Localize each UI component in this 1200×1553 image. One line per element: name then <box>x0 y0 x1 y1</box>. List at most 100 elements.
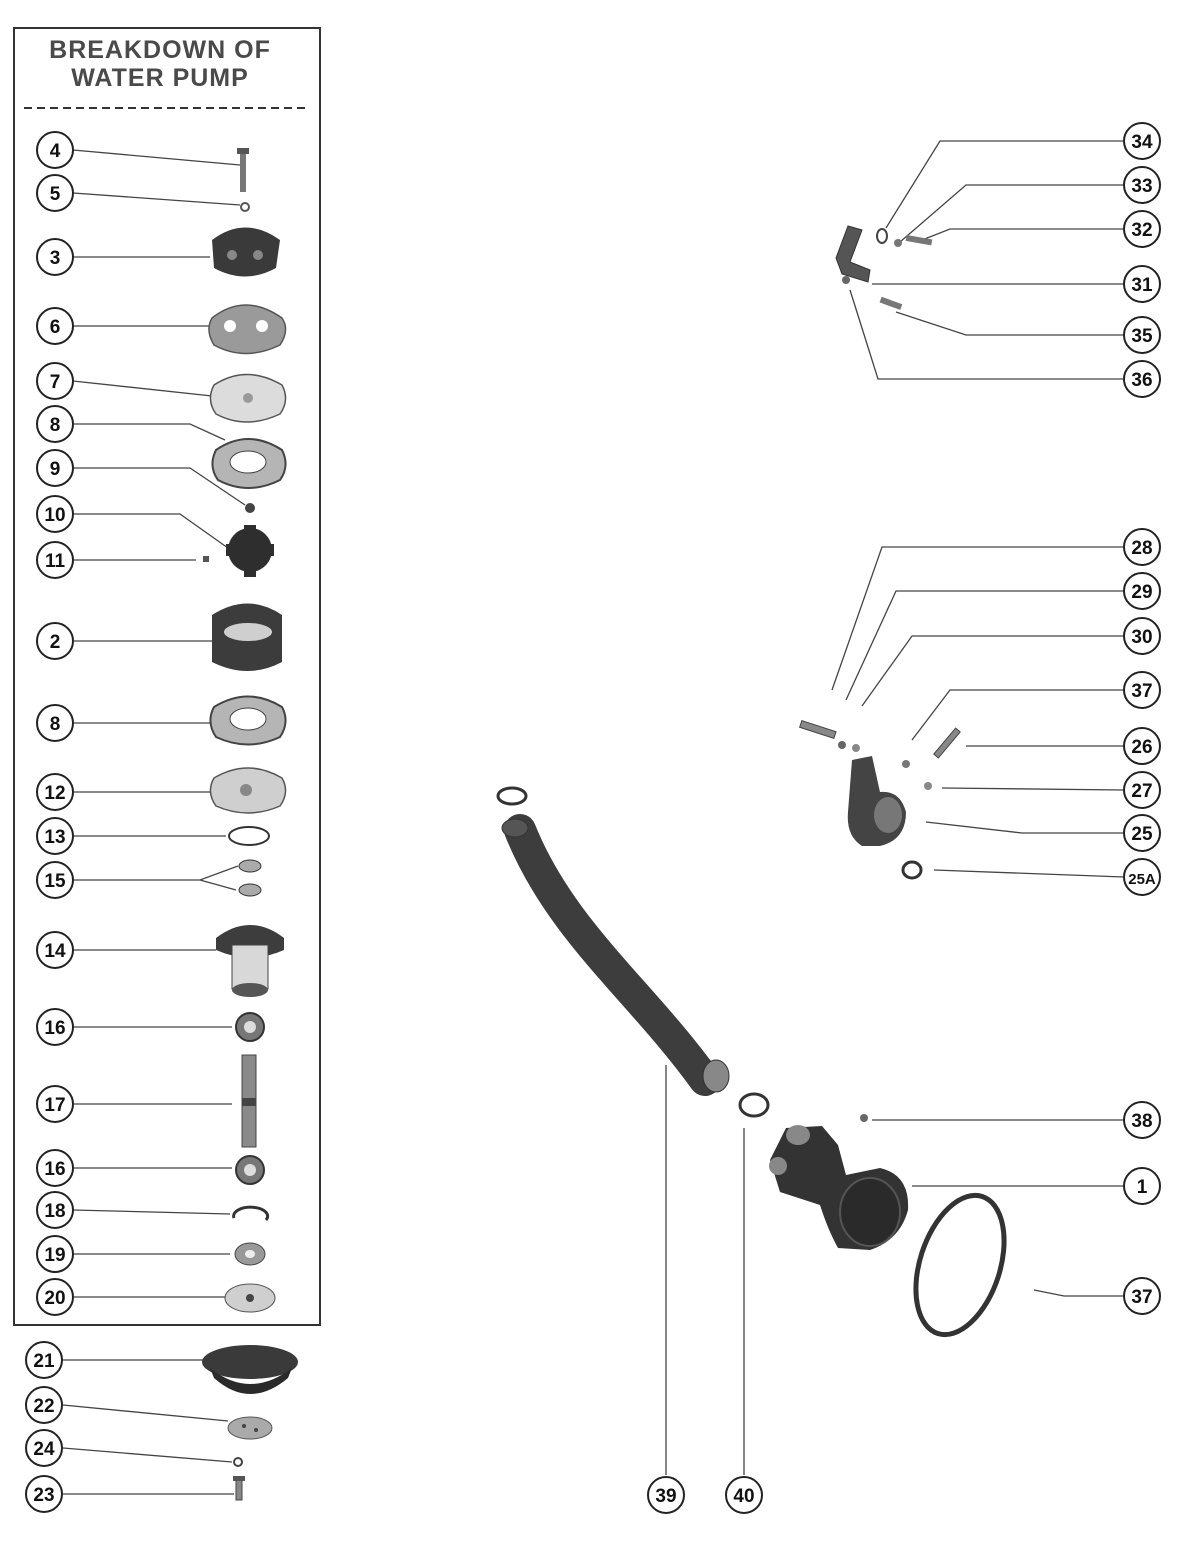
callout-number: 21 <box>33 1351 55 1372</box>
part-32-bolt <box>905 234 933 246</box>
part-17-shaft <box>241 1054 257 1148</box>
callout-number: 13 <box>44 827 65 848</box>
callout-7: 7 <box>36 362 74 400</box>
callout-circle <box>1123 122 1161 160</box>
callout-number: 32 <box>1131 220 1152 241</box>
callout-circle <box>1123 671 1161 709</box>
part-10-impeller <box>226 525 274 577</box>
callout-circle <box>36 1191 74 1229</box>
part-37-washer <box>902 760 910 768</box>
callout-circle <box>36 622 74 660</box>
callout-circle <box>36 449 74 487</box>
callout-2: 2 <box>36 622 74 660</box>
callout-31: 31 <box>1123 265 1161 303</box>
callout-6: 6 <box>36 307 74 345</box>
callout-3: 3 <box>36 238 74 276</box>
callout-15: 15 <box>36 861 74 899</box>
callout-number: 16 <box>44 1018 65 1039</box>
callout-number: 40 <box>733 1486 754 1507</box>
part-23-bolt <box>233 1476 245 1501</box>
callout-number: 29 <box>1131 582 1152 603</box>
callout-circle <box>36 307 74 345</box>
callout-circle <box>36 773 74 811</box>
panel-title-line-2: WATER PUMP <box>71 64 249 92</box>
callout-number: 33 <box>1131 176 1152 197</box>
callout-number: 20 <box>44 1288 65 1309</box>
callout-number: 8 <box>50 714 61 735</box>
callout-21: 21 <box>25 1341 63 1379</box>
part-29-lockwasher <box>838 741 846 749</box>
callout-13: 13 <box>36 817 74 855</box>
part-18-snap-ring <box>232 1205 270 1221</box>
part-39-hose-clamp <box>496 786 528 806</box>
part-25A-seal <box>901 860 923 880</box>
callout-circle <box>1123 814 1161 852</box>
part-31-bracket <box>835 225 871 283</box>
callout-circle <box>25 1386 63 1424</box>
panel-title-line-1: BREAKDOWN OF <box>49 36 271 64</box>
part-12-plate <box>209 767 287 814</box>
callout-circle <box>1123 1167 1161 1205</box>
callout-25A: 25A <box>1123 858 1161 896</box>
callout-8: 8 <box>36 704 74 742</box>
callout-number: 3 <box>50 248 61 269</box>
callout-number: 11 <box>45 551 66 572</box>
part-2-housing <box>212 603 282 671</box>
callout-circle <box>36 362 74 400</box>
callout-number: 35 <box>1131 326 1153 347</box>
callout-number: 10 <box>44 505 65 526</box>
callout-circle <box>36 174 74 212</box>
callout-bubbles: 4536789101128121315141617161819202122242… <box>25 122 1161 1514</box>
part-9-key <box>245 503 255 513</box>
panel-title: BREAKDOWN OF WATER PUMP <box>22 36 298 92</box>
callout-circle <box>25 1429 63 1467</box>
part-34-washer <box>876 228 888 244</box>
part-14-bearing-housing <box>216 925 284 997</box>
callout-38: 38 <box>1123 1101 1161 1139</box>
callout-circle <box>1123 360 1161 398</box>
part-11-pin <box>203 556 209 562</box>
callout-9: 9 <box>36 449 74 487</box>
callout-number: 14 <box>44 941 66 962</box>
part-13-o-ring <box>228 826 270 846</box>
part-28-bolt <box>799 719 837 739</box>
callout-circle <box>1123 771 1161 809</box>
callout-number: 16 <box>44 1159 65 1180</box>
callout-1: 1 <box>1123 1167 1161 1205</box>
callout-circle <box>1123 1101 1161 1139</box>
callout-number: 4 <box>50 141 61 162</box>
callout-18: 18 <box>36 1191 74 1229</box>
part-19-seal <box>234 1242 266 1266</box>
callout-8: 8 <box>36 405 74 443</box>
callout-circle <box>36 931 74 969</box>
callout-number: 24 <box>33 1439 55 1460</box>
callout-29: 29 <box>1123 572 1161 610</box>
callout-number: 38 <box>1131 1111 1152 1132</box>
callout-34: 34 <box>1123 122 1161 160</box>
callout-number: 1 <box>1137 1177 1148 1198</box>
part-24-washer <box>233 1457 243 1467</box>
part-25-adaptor <box>847 756 906 846</box>
callout-circle <box>36 861 74 899</box>
part-35-bolt <box>879 296 903 310</box>
callout-35: 35 <box>1123 316 1161 354</box>
callout-number: 12 <box>44 783 65 804</box>
callout-19: 19 <box>36 1235 74 1273</box>
callout-number: 22 <box>33 1396 54 1417</box>
callout-23: 23 <box>25 1475 63 1513</box>
callout-circle <box>36 1235 74 1273</box>
callout-number: 30 <box>1131 627 1152 648</box>
part-5-washer <box>240 202 250 212</box>
callout-14: 14 <box>36 931 74 969</box>
callout-number: 5 <box>50 184 61 205</box>
callout-number: 39 <box>655 1486 676 1507</box>
callout-number: 25A <box>1128 871 1156 888</box>
callout-12: 12 <box>36 773 74 811</box>
callout-number: 8 <box>50 415 61 436</box>
part-7-plate <box>209 373 287 423</box>
breakdown-panel-frame <box>13 27 321 1326</box>
callout-5: 5 <box>36 174 74 212</box>
part-20-flange <box>224 1283 276 1313</box>
